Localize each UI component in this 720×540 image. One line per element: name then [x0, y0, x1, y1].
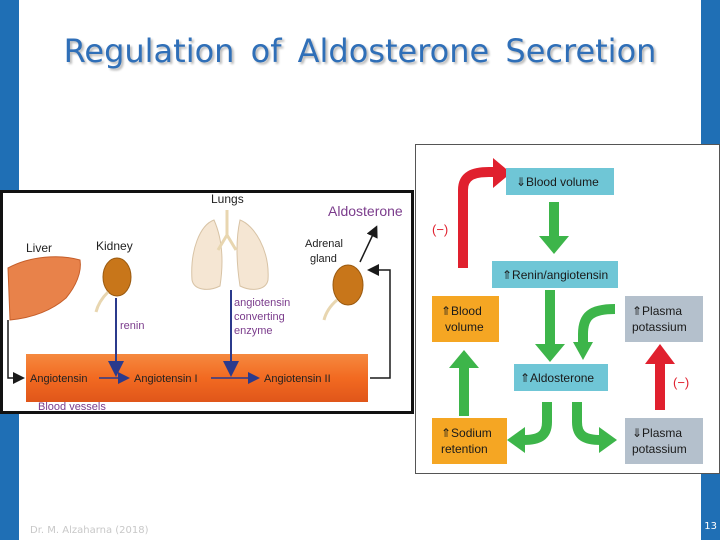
renin-angiotensin-diagram: Lungs Aldosterone Liver Kidney Adrenal g… — [0, 190, 414, 414]
blood-vessels-label: Blood vessels — [38, 401, 106, 413]
angiotensin1-label: Angiotensin I — [134, 373, 198, 385]
box-sodium-retention — [432, 418, 507, 464]
arrow-aldosterone-to-sodium — [522, 402, 552, 445]
plasma-potassium-down-label-1: ⇓Plasma — [632, 426, 682, 440]
kidney-label: Kidney — [96, 239, 133, 253]
lungs-label: Lungs — [211, 192, 244, 206]
renin-label: renin — [120, 320, 144, 332]
blood-volume-left-label-2: volume — [445, 320, 484, 334]
aldosterone-box-label: ⇑Aldosterone — [520, 371, 594, 385]
plasma-potassium-up-label-1: ⇑Plasma — [632, 304, 682, 318]
ace-label-line1: angiotensin — [234, 297, 290, 309]
sodium-retention-label-1: ⇑Sodium — [441, 426, 492, 440]
arrow-sodium-to-bloodvol — [459, 366, 469, 416]
box-renin-angiotensin — [492, 261, 618, 288]
arrow-bloodvol-to-renin — [549, 202, 559, 238]
page-number: 13 — [704, 521, 717, 532]
angiotensin2-label: Angiotensin II — [264, 373, 331, 385]
kidney-shape — [102, 257, 132, 297]
box-blood-volume-top — [506, 168, 614, 195]
neg-feedback-arrow-left — [458, 167, 495, 268]
plasma-potassium-down-label-2: potassium — [632, 442, 687, 456]
adrenal-to-aldosterone-arrow — [359, 225, 378, 263]
arrow-renin-to-aldosterone — [545, 290, 555, 346]
neg-feedback-label-right: (−) — [673, 375, 689, 390]
adrenal-label-line1: Adrenal — [305, 238, 343, 250]
angiotensin2-to-adrenal-arrow — [367, 264, 391, 379]
arrow-potassium-to-aldosterone — [578, 304, 616, 344]
box-plasma-potassium-down — [625, 418, 703, 464]
liver-output-arrow — [7, 320, 25, 384]
aldosterone-label: Aldosterone — [328, 203, 403, 219]
arrow-aldosterone-to-potassium — [572, 402, 602, 445]
author-footer: Dr. M. Alzaharna (2018) — [30, 525, 149, 536]
adrenal-label-line2: gland — [310, 253, 337, 265]
slide-title: Regulation of Aldosterone Secretion — [63, 32, 657, 70]
ace-label-line2: converting — [234, 311, 285, 323]
blood-vessel-band — [26, 354, 368, 402]
liver-shape — [7, 256, 81, 321]
renin-angiotensin-label: ⇑Renin/angiotensin — [502, 268, 608, 282]
sodium-retention-label-2: retention — [441, 442, 488, 456]
ace-label-line3: enzyme — [234, 325, 273, 337]
blood-volume-left-label-1: ⇑Blood — [441, 304, 482, 318]
lungs-shape — [191, 219, 223, 290]
neg-feedback-arrow-right — [655, 362, 665, 410]
neg-feedback-label-left: (−) — [432, 222, 448, 237]
blood-volume-top-label: ⇓Blood volume — [516, 175, 599, 189]
box-aldosterone — [514, 364, 608, 391]
liver-label: Liver — [26, 241, 52, 255]
box-blood-volume-left — [432, 296, 499, 342]
box-plasma-potassium-up — [625, 296, 703, 342]
aldosterone-feedback-diagram: ⇓Blood volume ⇑Renin/angiotensin ⇑Blood … — [415, 144, 720, 474]
plasma-potassium-up-label-2: potassium — [632, 320, 687, 334]
adrenal-kidney-shape — [332, 264, 364, 306]
angiotensinogen-label: Angiotensin — [30, 373, 88, 385]
